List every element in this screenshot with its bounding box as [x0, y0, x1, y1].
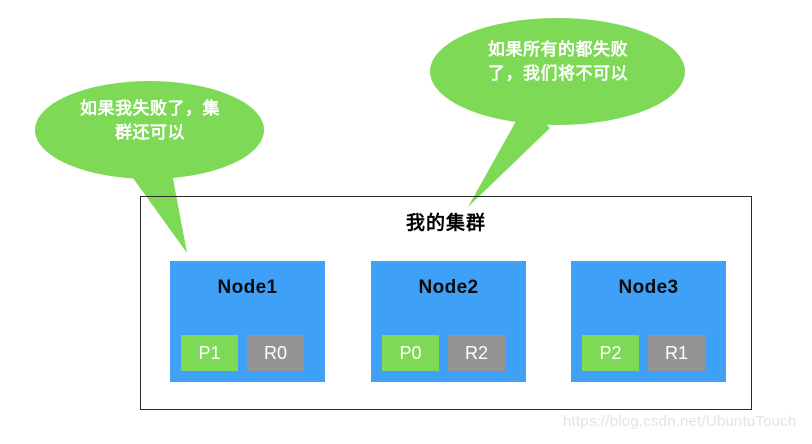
shard-replica[interactable]: R0	[247, 335, 304, 371]
shard-row: P0 R2	[382, 335, 505, 371]
node-label: Node1	[217, 277, 278, 298]
node-box-1[interactable]: Node1 P1 R0	[170, 261, 325, 382]
shard-row: P1 R0	[181, 335, 304, 371]
node-label: Node3	[618, 277, 679, 298]
callout-right-text: 如果所有的都失败 了，我们将不可以	[488, 40, 628, 84]
watermark-text: https://blog.csdn.net/UbuntuTouch	[563, 413, 797, 430]
cluster-boundary	[140, 196, 752, 410]
shard-primary[interactable]: P0	[382, 335, 439, 371]
shard-primary[interactable]: P1	[181, 335, 238, 371]
node-box-3[interactable]: Node3 P2 R1	[571, 261, 726, 382]
cluster-title: 我的集群	[405, 213, 486, 234]
shard-replica[interactable]: R2	[448, 335, 505, 371]
shard-primary[interactable]: P2	[582, 335, 639, 371]
node-box-2[interactable]: Node2 P0 R2	[371, 261, 526, 382]
callout-right-tail	[468, 105, 550, 207]
callout-left-text: 如果我失败了，集 群还可以	[80, 99, 220, 143]
node-label: Node2	[418, 277, 479, 298]
shard-replica[interactable]: R1	[648, 335, 705, 371]
shard-row: P2 R1	[582, 335, 705, 371]
